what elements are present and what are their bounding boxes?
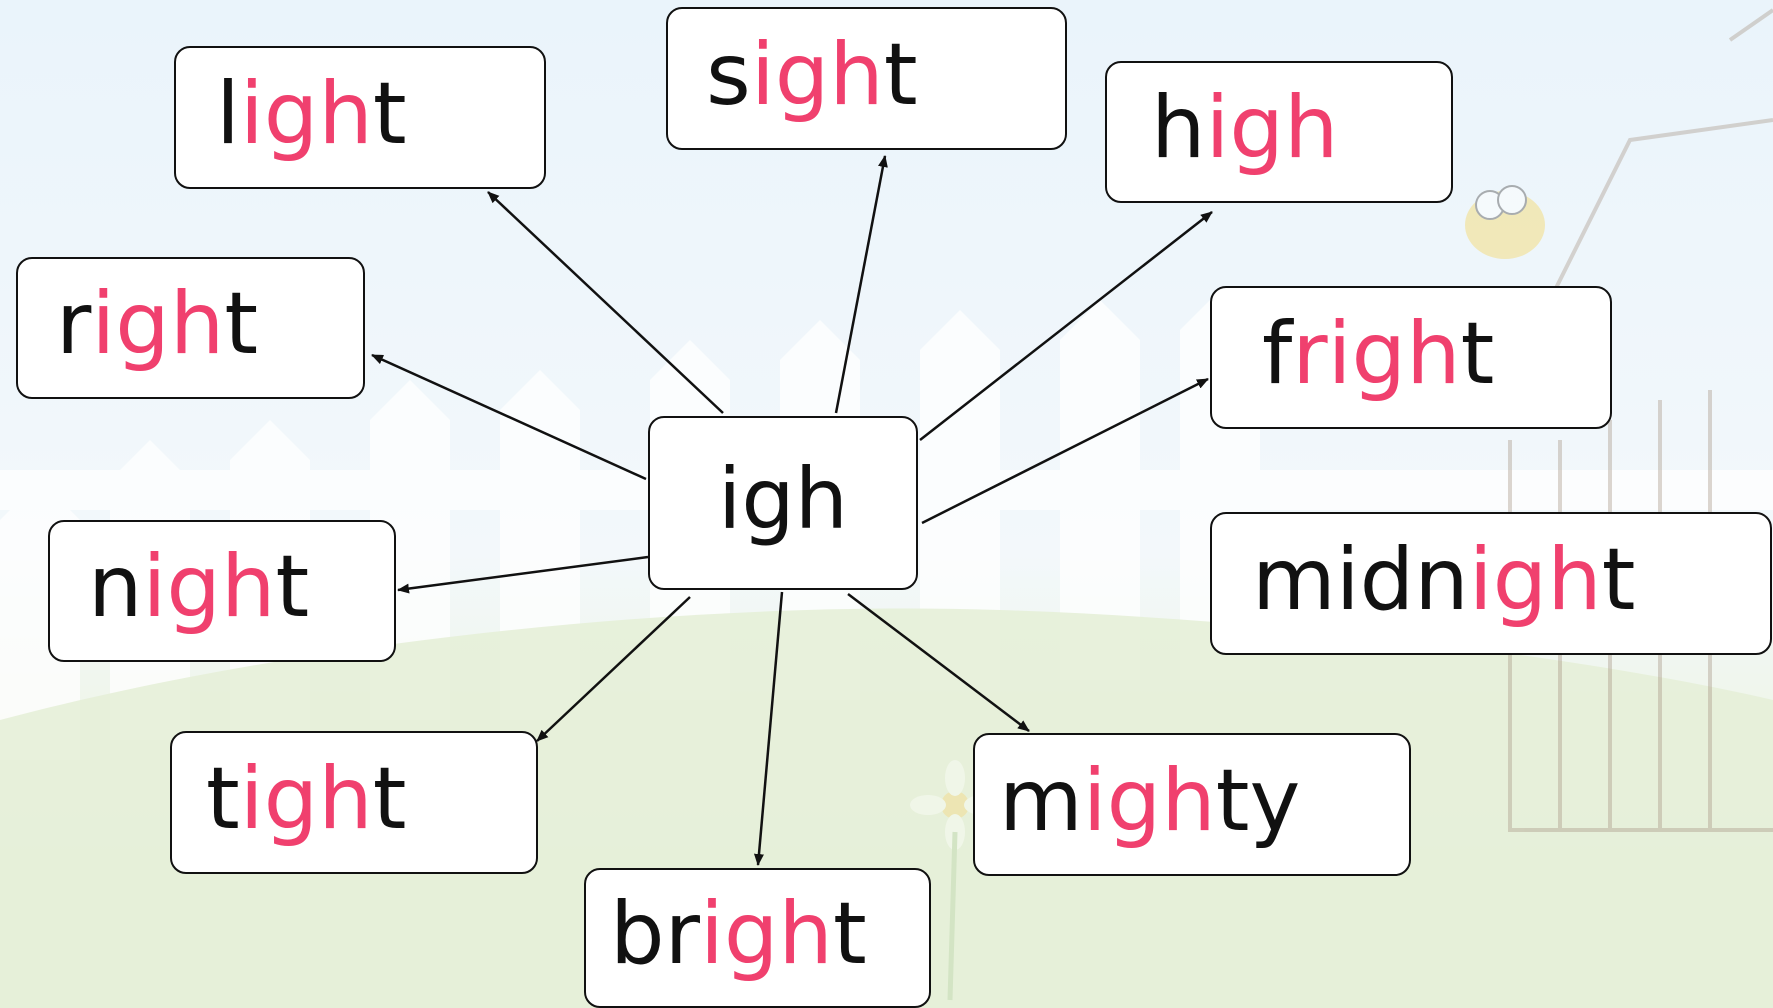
word-letters: t	[224, 274, 259, 374]
highlighted-letters: igh	[239, 63, 373, 164]
highlighted-letters: igh	[1205, 78, 1339, 178]
arrow-to-fright	[921, 377, 1209, 525]
word-label-night: night	[88, 544, 309, 630]
word-box-right: right	[16, 257, 365, 399]
center-label: igh	[718, 450, 848, 548]
highlighted-letters: igh	[699, 884, 833, 984]
word-box-tight: tight	[170, 731, 538, 874]
word-letters: t	[883, 24, 918, 125]
word-label-high: high	[1151, 85, 1339, 171]
word-letters: t	[1460, 303, 1495, 404]
arrow-to-tight	[536, 596, 691, 742]
center-box-igh: igh	[648, 416, 918, 590]
daisy	[910, 760, 1000, 1001]
word-label-tight: tight	[206, 756, 406, 842]
highlighted-letters: igh	[1082, 750, 1216, 851]
word-label-right: right	[56, 281, 258, 367]
arrow-to-sight	[834, 155, 888, 414]
word-letters: t	[372, 748, 407, 849]
word-label-mighty: mighty	[999, 758, 1300, 844]
word-label-light: light	[216, 71, 407, 157]
word-box-bright: bright	[584, 868, 931, 1008]
word-letters: n	[88, 537, 143, 637]
word-letters: midn	[1252, 529, 1469, 630]
arrow-to-night	[397, 555, 649, 594]
word-box-mighty: mighty	[973, 733, 1411, 876]
word-letters: t	[372, 63, 407, 164]
word-box-fright: fright	[1210, 286, 1612, 429]
word-label-fright: fright	[1262, 311, 1494, 397]
grassy-hill	[0, 608, 1773, 1008]
word-label-bright: bright	[610, 891, 867, 977]
arrow-to-right	[371, 353, 647, 481]
word-letters: h	[1151, 78, 1206, 178]
highlighted-letters: igh	[142, 537, 276, 637]
highlighted-letters: righ	[1292, 303, 1461, 404]
word-letters: ty	[1215, 750, 1301, 851]
word-box-high: high	[1105, 61, 1453, 203]
word-letters: t	[275, 537, 310, 637]
word-letters: t	[1601, 529, 1636, 630]
highlighted-letters: igh	[750, 24, 884, 125]
word-letters: f	[1262, 303, 1293, 404]
word-box-sight: sight	[666, 7, 1067, 150]
word-letters: br	[610, 884, 700, 984]
word-box-night: night	[48, 520, 396, 662]
arrow-to-bright	[753, 591, 784, 866]
arrow-to-mighty	[847, 593, 1030, 732]
word-label-sight: sight	[706, 32, 918, 118]
arrow-to-high	[919, 211, 1213, 441]
word-letters: t	[832, 884, 867, 984]
word-letters: l	[216, 63, 240, 164]
word-letters: r	[56, 274, 92, 374]
word-letters: m	[999, 750, 1083, 851]
word-box-midnight: midnight	[1210, 512, 1772, 655]
word-letters: s	[706, 24, 751, 125]
word-letters: t	[206, 748, 240, 849]
bee	[1465, 185, 1545, 259]
word-label-midnight: midnight	[1252, 537, 1636, 623]
word-box-light: light	[174, 46, 546, 189]
highlighted-letters: igh	[1468, 529, 1602, 630]
arrow-to-light	[487, 191, 724, 414]
highlighted-letters: igh	[239, 748, 373, 849]
highlighted-letters: igh	[91, 274, 225, 374]
